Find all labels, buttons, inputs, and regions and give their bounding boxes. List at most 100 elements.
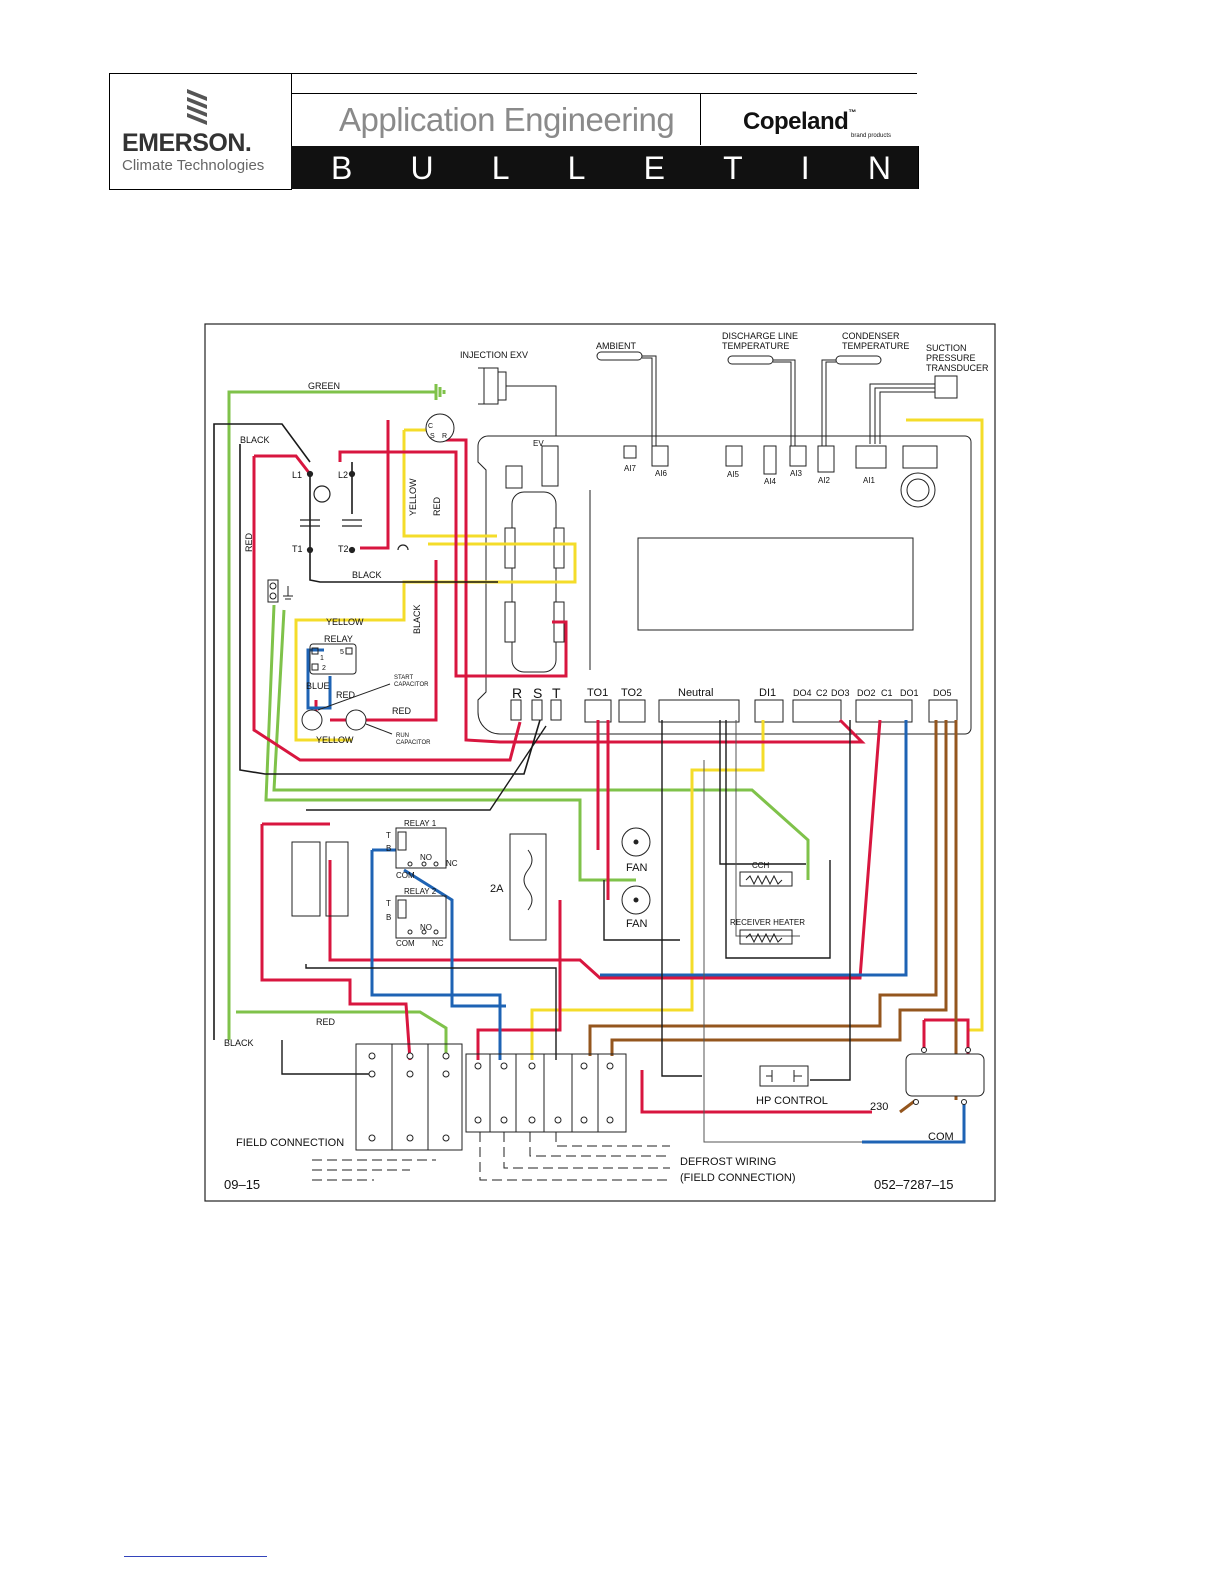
emerson-wordmark: EMERSON.: [122, 129, 252, 157]
ground-icon: [267, 579, 293, 603]
controller-display: [637, 537, 914, 631]
black-wire-label-top: BLACK: [240, 435, 270, 445]
relay1-t: T: [386, 831, 391, 840]
relay2-b: B: [386, 913, 391, 922]
copeland-wordmark: Copeland™: [743, 108, 856, 135]
blue-wire-1: [306, 648, 506, 1060]
do4-label: DO4: [793, 688, 812, 698]
defrost-label-1: DEFROST WIRING: [680, 1156, 776, 1168]
compressor-terminal-block: C S R: [425, 413, 455, 443]
start-relay-pin5: 5: [340, 649, 344, 656]
relay2-no: NO: [420, 923, 432, 932]
yellow-wire-1: [294, 418, 984, 1050]
red-wire-2: [314, 420, 866, 744]
run-cap-label-1: RUN: [396, 733, 409, 739]
receiver-heater-label: RECEIVER HEATER: [730, 918, 805, 927]
transformer: [905, 1047, 985, 1105]
red-wire-4: [476, 720, 970, 1114]
ai6-label: AI6: [655, 469, 668, 478]
green-wire-2: [264, 604, 810, 882]
bulletin-bar: B U L L E T I N: [291, 146, 919, 189]
emerson-logo-icon: [187, 89, 207, 125]
red-wire-label-relay: RED: [336, 690, 356, 700]
red-wire-label-vert: RED: [432, 496, 442, 516]
terminal-s: S: [430, 433, 435, 440]
condenser-sensor: [821, 355, 882, 446]
red-wire-label-cap: RED: [392, 706, 412, 716]
field-connection-label: FIELD CONNECTION: [236, 1137, 344, 1149]
bulletin-header: EMERSON. Climate Technologies Applicatio…: [109, 73, 919, 190]
yellow-wire-label-bottom: YELLOW: [316, 735, 354, 745]
di1-label: DI1: [759, 687, 776, 699]
field-terminal-strip: [312, 1043, 670, 1181]
terminal-c: C: [428, 423, 433, 430]
hp-control-label: HP CONTROL: [756, 1095, 828, 1107]
emerson-brand-box: EMERSON. Climate Technologies: [109, 73, 292, 190]
discharge-label-2: TEMPERATURE: [722, 341, 789, 351]
to1-label: TO1: [587, 687, 608, 699]
ambient-label: AMBIENT: [596, 341, 637, 351]
start-cap-label-2: CAPACITOR: [394, 682, 429, 688]
red-wire-label-left: RED: [244, 532, 254, 552]
black-wire-1: [213, 423, 541, 1040]
suction-label-3: TRANSDUCER: [926, 363, 989, 373]
wiring-diagram: EV AI7 AI6 AI5 AI4 AI3 AI2 AI1 R S T TO1…: [204, 323, 996, 1202]
start-relay-pin2: 2: [322, 665, 326, 672]
relay2-com: COM: [396, 939, 415, 948]
fuse-label: 2A: [490, 883, 504, 895]
do1-label: DO1: [900, 688, 919, 698]
cch-heater: [739, 871, 793, 887]
header-mid-rule: [291, 93, 917, 94]
s-output-label: S: [533, 685, 542, 701]
discharge-sensor: [727, 355, 796, 446]
blue-wire-2: [600, 720, 966, 1144]
black-wire-label-mid: BLACK: [352, 570, 382, 580]
start-relay: [309, 643, 357, 675]
fan-2: [621, 885, 651, 915]
footer-rule: [124, 1556, 267, 1557]
relay-sockets: [291, 841, 349, 917]
contactor: [300, 470, 409, 554]
c2-label: C2: [816, 688, 828, 698]
t-output-label: T: [552, 685, 561, 701]
ev-label: EV: [533, 439, 544, 448]
green-wire: [227, 384, 448, 1054]
relay2-nc: NC: [432, 939, 444, 948]
relay2-label: RELAY 2: [404, 887, 437, 896]
fan2-label: FAN: [626, 918, 647, 930]
black-wire-2: [281, 720, 851, 1081]
field-terminals: [368, 1052, 614, 1142]
ai5-label: AI5: [727, 470, 740, 479]
receiver-heater: [739, 929, 793, 945]
brown-wire: [588, 720, 958, 1114]
run-cap-label-2: CAPACITOR: [396, 740, 431, 746]
defrost-label-2: (FIELD CONNECTION): [680, 1172, 796, 1184]
ai1-label: AI1: [863, 476, 876, 485]
suction-label-2: PRESSURE: [926, 353, 976, 363]
fan1-label: FAN: [626, 862, 647, 874]
discharge-label-1: DISCHARGE LINE: [722, 331, 798, 341]
suction-transducer: [869, 375, 958, 444]
red-wire-1: [252, 450, 568, 762]
relay1-nc: NC: [446, 859, 458, 868]
copeland-brand-box: Copeland™ brand products: [700, 94, 918, 145]
condenser-label-1: CONDENSER: [842, 331, 900, 341]
header-top-rule: [291, 73, 917, 74]
r-output-label: R: [512, 685, 522, 701]
climate-technologies-text: Climate Technologies: [122, 157, 265, 174]
doc-number: 052–7287–15: [874, 1177, 954, 1192]
relay1-no: NO: [420, 853, 432, 862]
page-title: Application Engineering: [339, 101, 675, 138]
suction-label-1: SUCTION: [926, 343, 967, 353]
yellow-wire-2: [530, 720, 765, 1060]
injection-exv: [478, 367, 557, 436]
bulletin-word: B U L L E T I N: [331, 150, 891, 186]
contactor-t1: T1: [292, 544, 303, 554]
relay1-com: COM: [396, 871, 415, 880]
black-wire-label-bottom: BLACK: [224, 1038, 254, 1048]
to2-label: TO2: [621, 687, 642, 699]
ai3-label: AI3: [790, 469, 803, 478]
brand-products-text: brand products: [851, 133, 892, 139]
thin-wire: [703, 720, 862, 1143]
terminal-r: R: [442, 433, 447, 440]
